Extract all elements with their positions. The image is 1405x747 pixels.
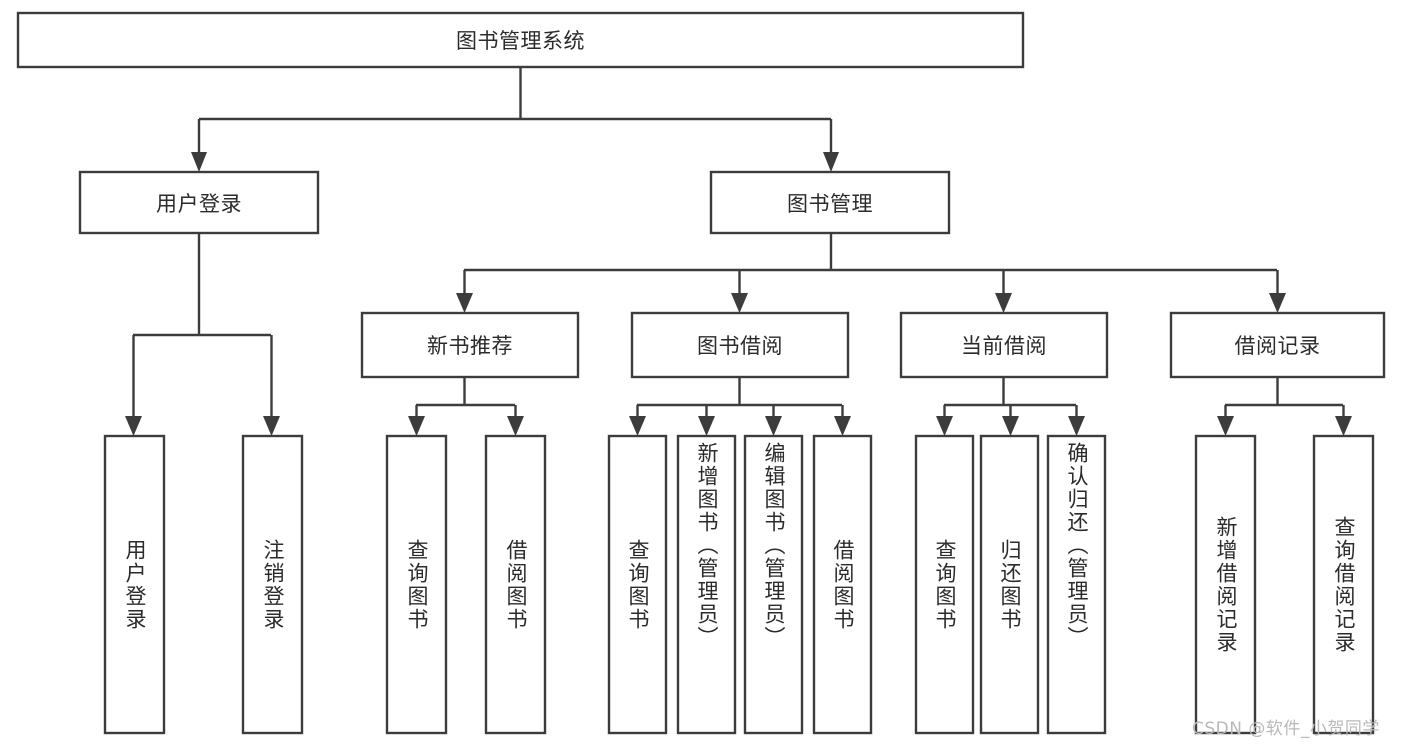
- node-root-box[interactable]: [16, 11, 1025, 69]
- leaf-box-return-book[interactable]: [979, 434, 1040, 735]
- node-current-borrow-box[interactable]: [899, 311, 1109, 379]
- arrow-borrow-record-leaf-2: [1335, 416, 1352, 436]
- arrow-new-book-rec-leaf-1: [408, 416, 425, 436]
- node-book-borrow-box[interactable]: [630, 311, 850, 379]
- arrow-new-book-rec-leaf-2: [507, 416, 524, 436]
- arrow-book-borrow-leaf-1: [629, 416, 646, 436]
- arrow-book-borrow-leaf-2: [698, 416, 715, 436]
- arrow-to-borrow-record: [1269, 293, 1286, 313]
- leaf-box-borrow-book-rec[interactable]: [484, 434, 547, 735]
- arrow-user-login-leaf-2: [263, 416, 280, 436]
- arrow-root-to-user-login: [191, 152, 207, 172]
- leaf-box-edit-book-admin[interactable]: [743, 434, 804, 735]
- arrow-current-borrow-leaf-3: [1068, 416, 1085, 436]
- arrow-book-borrow-leaf-4: [834, 416, 851, 436]
- arrow-to-current-borrow: [995, 293, 1012, 313]
- leaf-box-user-login[interactable]: [103, 434, 166, 735]
- leaf-box-query-book-rec[interactable]: [385, 434, 448, 735]
- node-user-login-box[interactable]: [78, 170, 320, 235]
- arrow-to-book-borrow: [731, 293, 748, 313]
- arrow-root-to-book-manage: [823, 152, 839, 172]
- leaf-box-confirm-return-admin[interactable]: [1046, 434, 1107, 735]
- leaf-box-query-book-current[interactable]: [914, 434, 975, 735]
- arrow-to-new-book-rec: [456, 293, 473, 313]
- leaf-box-add-borrow-record[interactable]: [1194, 434, 1257, 735]
- arrow-borrow-record-leaf-1: [1217, 416, 1234, 436]
- node-book-manage-box[interactable]: [709, 170, 951, 235]
- node-new-book-rec-box[interactable]: [360, 311, 580, 379]
- csdn-watermark: CSDN @软件_小贺同学: [1192, 719, 1380, 739]
- leaf-box-query-book-borrow[interactable]: [607, 434, 668, 735]
- arrow-book-borrow-leaf-3: [765, 416, 782, 436]
- leaf-box-logout[interactable]: [241, 434, 304, 735]
- arrow-user-login-leaf-1: [125, 416, 142, 436]
- leaf-box-borrow-book[interactable]: [812, 434, 873, 735]
- arrow-current-borrow-leaf-2: [1002, 416, 1019, 436]
- leaf-box-add-book-admin[interactable]: [676, 434, 737, 735]
- node-borrow-record-box[interactable]: [1169, 311, 1386, 379]
- arrow-current-borrow-leaf-1: [936, 416, 953, 436]
- leaf-box-query-borrow-record[interactable]: [1312, 434, 1375, 735]
